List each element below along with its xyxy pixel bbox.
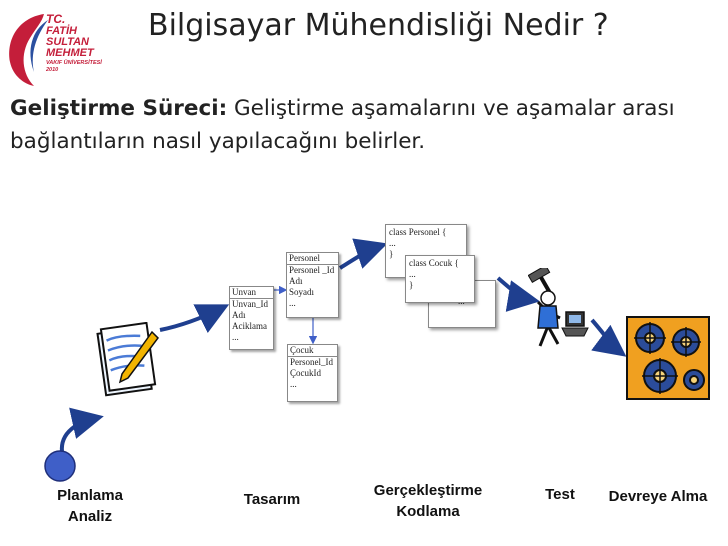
stage-gerceklestirme-line2: Kodlama xyxy=(396,503,460,520)
table-unvan-field: ... xyxy=(232,332,239,342)
stage-test: Test xyxy=(545,486,575,503)
arrow-planning-to-design xyxy=(159,304,230,334)
arrow-start-to-planning xyxy=(59,407,104,453)
code-cocuk-line: class Cocuk { xyxy=(409,258,459,268)
stage-planlama-line2: Analiz xyxy=(67,508,113,525)
logo-line-2: FATİH xyxy=(46,25,77,37)
arrow-test-to-deploy xyxy=(590,318,627,357)
code-personel-line: ... xyxy=(389,238,396,248)
logo-line-3: SULTAN xyxy=(46,36,89,48)
table-cocuk-field: ÇocukId xyxy=(290,368,321,378)
stage-tasarim: Tasarım xyxy=(243,491,301,508)
arrow-code-to-test xyxy=(496,276,540,312)
stage-planlama-line1: Planlama xyxy=(57,487,123,504)
gears-icon xyxy=(626,316,710,400)
start-node-icon xyxy=(44,450,76,482)
code-personel-line: class Personel { xyxy=(389,227,447,237)
logo-line-6: 2010 xyxy=(46,67,59,73)
table-unvan-header: Unvan xyxy=(230,287,273,299)
code-cocuk-line: ... xyxy=(409,269,416,279)
stage-gerceklestirme: Gerçekleştirme Kodlama xyxy=(358,480,498,522)
slide-title: Bilgisayar Mühendisliği Nedir ? xyxy=(148,8,609,43)
logo-swirl-icon xyxy=(9,14,48,86)
table-personel-field: ... xyxy=(289,298,296,308)
table-unvan-field: Aciklama xyxy=(232,321,267,331)
code-card-cocuk: class Cocuk { ... } xyxy=(405,255,475,303)
table-cocuk: Çocuk Personel_Id ÇocukId ... xyxy=(287,344,338,402)
stage-gerceklestirme-line1: Gerçekleştirme xyxy=(373,482,483,499)
code-cocuk-line: } xyxy=(409,280,414,290)
table-unvan-field: Adı xyxy=(232,310,246,320)
table-unvan: Unvan Unvan_Id Adı Aciklama ... xyxy=(229,286,274,350)
tester-computer-icon xyxy=(528,268,589,347)
stage-planlama: Planlama Analiz xyxy=(40,485,140,527)
table-personel-field: Personel _Id xyxy=(289,265,335,275)
table-cocuk-field: ... xyxy=(290,379,297,389)
table-personel-field: Adı xyxy=(289,276,303,286)
slide-subtitle: Geliştirme Süreci: Geliştirme aşamaların… xyxy=(10,92,722,158)
notepad-pen-icon xyxy=(96,322,159,397)
arrow-design-to-code xyxy=(338,238,388,270)
logo-line-1: TC. xyxy=(46,12,66,26)
stage-devreye: Devreye Alma xyxy=(608,488,708,505)
table-cocuk-field: Personel_Id xyxy=(290,357,333,367)
subtitle-bold: Geliştirme Süreci: xyxy=(10,96,228,121)
table-personel-header: Personel xyxy=(287,253,338,265)
university-logo: TC. FATİH SULTAN MEHMET VAKIF ÜNİVERSİTE… xyxy=(4,6,124,90)
subtitle-text: Geliştirme aşamalarını ve aşamalar arası… xyxy=(10,96,675,154)
table-cocuk-header: Çocuk xyxy=(288,345,337,357)
code-personel-line: } xyxy=(389,249,394,259)
logo-line-4: MEHMET xyxy=(46,47,94,59)
table-personel: Personel Personel _Id Adı Soyadı ... xyxy=(286,252,339,318)
table-unvan-field: Unvan_Id xyxy=(232,299,268,309)
table-personel-field: Soyadı xyxy=(289,287,315,297)
logo-line-5: VAKIF ÜNİVERSİTESİ xyxy=(46,60,102,66)
